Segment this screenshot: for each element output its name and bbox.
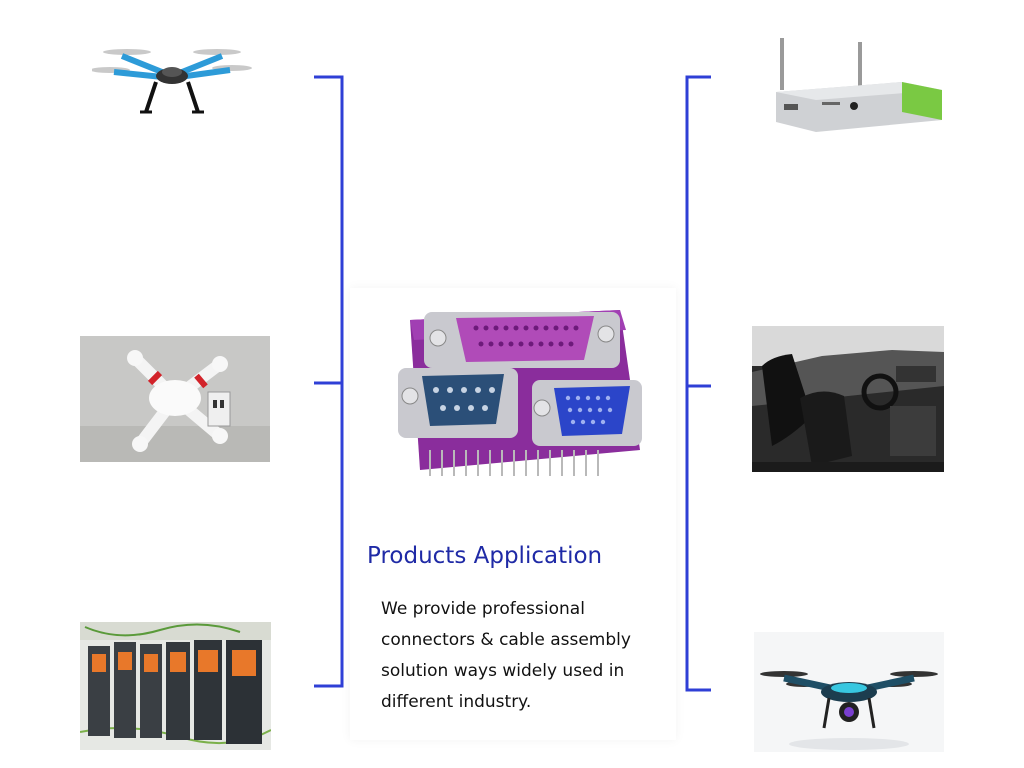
description-line: different industry. bbox=[381, 692, 532, 712]
products-application-title: Products Application bbox=[367, 543, 603, 569]
right-bracket bbox=[684, 75, 714, 693]
description-line: connectors & cable assembly bbox=[381, 630, 631, 650]
white-camera-drone-image bbox=[80, 336, 270, 462]
car-interior-image bbox=[752, 326, 944, 472]
inverter-panel-image bbox=[80, 622, 271, 750]
left-bracket bbox=[312, 75, 346, 689]
description-line: solution ways widely used in bbox=[381, 661, 625, 681]
products-application-description: We provide professional connectors & cab… bbox=[381, 594, 649, 718]
blue-quadcopter-image bbox=[92, 38, 252, 120]
d-sub-connector-image bbox=[380, 300, 650, 480]
description-line: We provide professional bbox=[381, 599, 585, 619]
tv-box-router-image bbox=[772, 30, 944, 145]
camera-drone-image bbox=[754, 632, 944, 752]
